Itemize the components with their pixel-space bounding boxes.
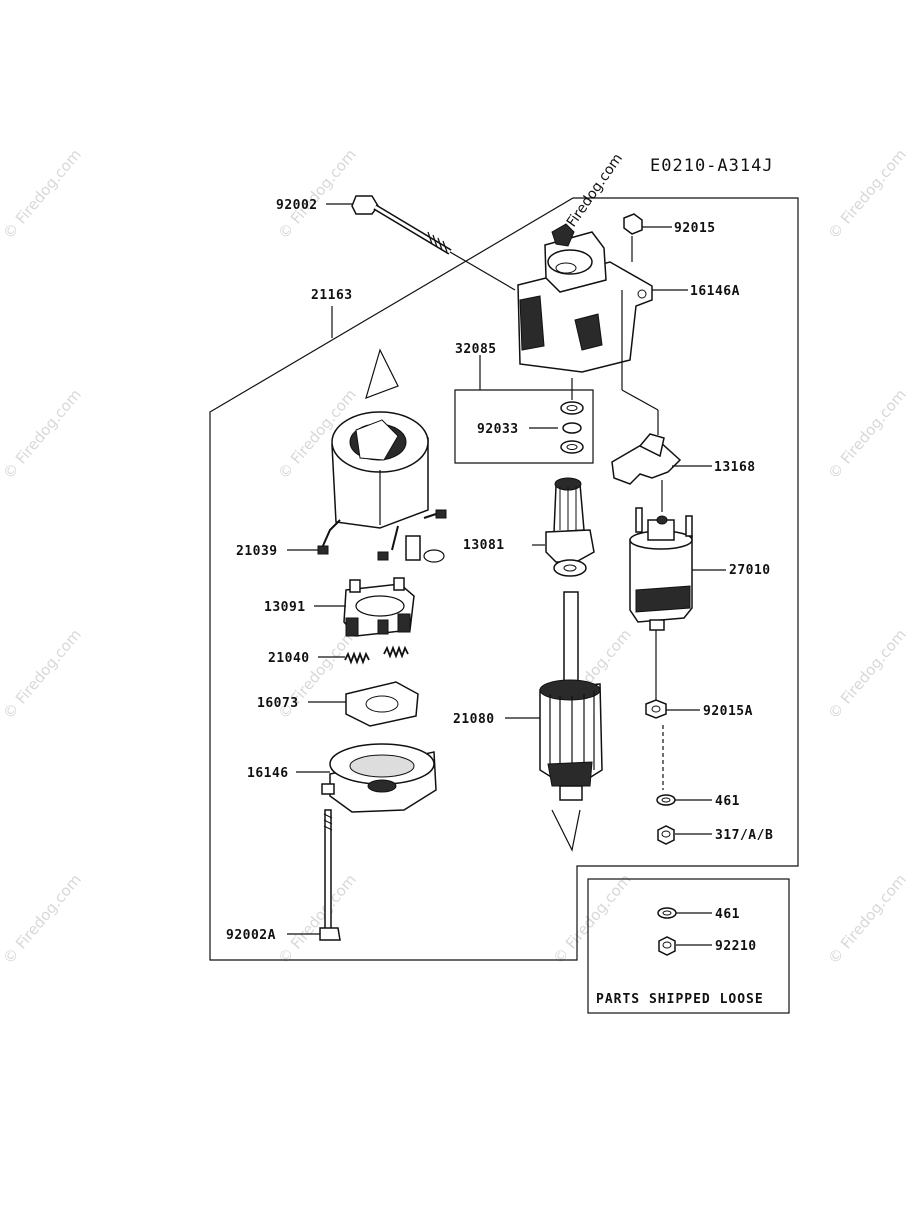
through-bolt-top xyxy=(326,195,516,291)
brush-springs xyxy=(318,645,409,665)
watermark: © Firedog.com xyxy=(0,146,85,243)
watermark: © Firedog.com xyxy=(274,146,359,243)
loose-parts-caption: PARTS SHIPPED LOOSE xyxy=(596,992,764,1007)
pinion-clutch xyxy=(532,477,595,577)
label-92033: 92033 xyxy=(477,422,519,437)
assembly-frame xyxy=(209,197,799,961)
nut-92015 xyxy=(623,213,672,262)
label-27010: 27010 xyxy=(729,563,771,578)
watermark: © Firedog.com xyxy=(824,146,909,243)
watermark: © Firedog.com xyxy=(274,871,359,968)
label-32085: 32085 xyxy=(455,342,497,357)
label-16146A: 16146A xyxy=(690,284,740,299)
nut-92015A xyxy=(645,699,700,790)
loose-washer-461 xyxy=(657,907,712,919)
label-21163: 21163 xyxy=(311,288,353,303)
label-92002A: 92002A xyxy=(226,928,276,943)
label-16146: 16146 xyxy=(247,766,289,781)
washer-461 xyxy=(656,794,712,806)
rear-cover xyxy=(296,743,437,813)
label-461: 461 xyxy=(715,794,740,809)
label-16073: 16073 xyxy=(257,696,299,711)
label-92002: 92002 xyxy=(276,198,318,213)
watermark: © Firedog.com xyxy=(0,871,85,968)
label-92015A: 92015A xyxy=(703,704,753,719)
watermark: © Firedog.com xyxy=(824,626,909,723)
loose-parts-box xyxy=(587,878,790,1014)
watermark: © Firedog.com xyxy=(0,386,85,483)
watermark: © Firedog.com xyxy=(824,871,909,968)
through-bolt-bottom xyxy=(287,809,341,941)
label-21039: 21039 xyxy=(236,544,278,559)
watermark: © Firedog.com xyxy=(549,871,634,968)
label-13091: 13091 xyxy=(264,600,306,615)
solenoid xyxy=(629,507,726,700)
watermark: © Firedog.com xyxy=(0,626,85,723)
armature xyxy=(505,591,603,852)
label-92210-loose: 92210 xyxy=(715,939,757,954)
label-13168: 13168 xyxy=(714,460,756,475)
front-housing xyxy=(517,223,653,390)
loose-nut-92210 xyxy=(658,936,712,956)
shift-lever xyxy=(611,389,712,512)
diagram-code: E0210-A314J xyxy=(650,156,774,176)
label-92015: 92015 xyxy=(674,221,716,236)
washer-set-32085 xyxy=(454,355,594,464)
label-21080: 21080 xyxy=(453,712,495,727)
label-461-loose: 461 xyxy=(715,907,740,922)
label-317AB: 317/A/B xyxy=(715,828,773,843)
label-21040: 21040 xyxy=(268,651,310,666)
label-13081: 13081 xyxy=(463,538,505,553)
brush-holder xyxy=(314,577,415,637)
nut-317AB xyxy=(657,825,712,845)
watermark: © Firedog.com xyxy=(824,386,909,483)
brush-plate xyxy=(308,681,419,727)
yoke-field-coil xyxy=(287,306,447,563)
watermark-layer: © Firedog.com © Firedog.com © Firedog.co… xyxy=(0,146,910,968)
